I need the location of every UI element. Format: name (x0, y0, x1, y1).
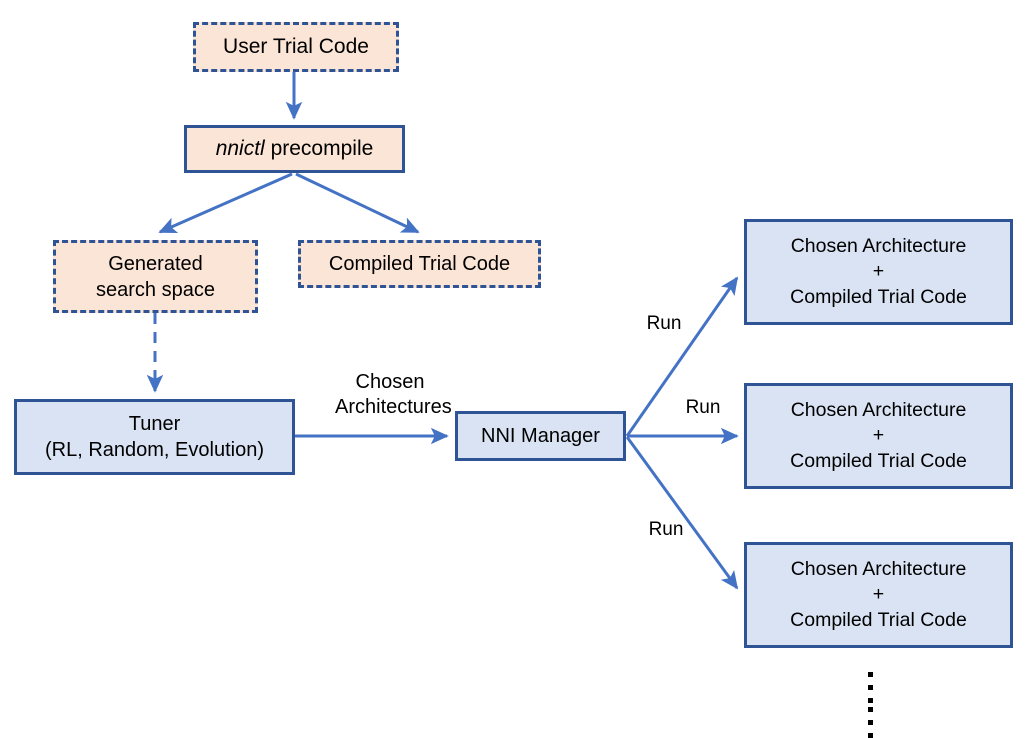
ellipsis-dot (868, 707, 873, 712)
node-generated-search-space[interactable]: Generated search space (53, 240, 258, 313)
node-tuner-line1: Tuner (128, 413, 181, 435)
edge-label-run-1: Run (646, 313, 682, 334)
node-nnictl-precompile-label: nnictl precompile (216, 135, 374, 162)
node-trial-2[interactable]: Chosen Architecture + Compiled Trial Cod… (744, 383, 1013, 489)
node-nni-manager-label: NNI Manager (481, 425, 600, 447)
node-nnictl-precompile-label-rest: precompile (264, 137, 374, 161)
node-compiled-trial-code[interactable]: Compiled Trial Code (298, 240, 541, 288)
node-generated-search-space-line2: search space (96, 278, 215, 301)
node-nnictl-precompile-label-italic: nnictl (215, 137, 265, 161)
ellipsis-dot (868, 672, 873, 677)
edge-label-run-2: Run (685, 397, 721, 418)
node-trial-3-line2: + (872, 583, 885, 606)
edge-label-chosen-architectures-line1: Chosen (355, 371, 425, 393)
ellipsis-dot (868, 720, 873, 725)
vertical-ellipsis-icon-1 (868, 672, 873, 703)
node-trial-3-line3: Compiled Trial Code (790, 608, 967, 631)
edge-nnimanager-to-trial-3 (625, 436, 739, 590)
node-trial-1-line2: + (872, 260, 885, 283)
ellipsis-dot (868, 685, 873, 690)
node-nni-manager[interactable]: NNI Manager (455, 411, 626, 461)
node-user-trial-code-label: User Trial Code (223, 35, 369, 59)
node-trial-1[interactable]: Chosen Architecture + Compiled Trial Cod… (744, 219, 1013, 325)
vertical-ellipsis-icon-2 (868, 707, 873, 738)
node-compiled-trial-code-label: Compiled Trial Code (328, 253, 511, 275)
node-tuner[interactable]: Tuner (RL, Random, Evolution) (14, 399, 295, 475)
edge-nnictl-to-searchspace (158, 172, 293, 234)
node-trial-2-line3: Compiled Trial Code (790, 449, 967, 472)
edge-label-chosen-architectures: Chosen Architectures (335, 370, 452, 420)
edge-label-run-3: Run (648, 519, 684, 540)
ellipsis-dot (868, 733, 873, 738)
node-user-trial-code[interactable]: User Trial Code (193, 22, 399, 72)
node-tuner-line2: (RL, Random, Evolution) (45, 439, 264, 461)
edge-label-chosen-architectures-line2: Architectures (335, 396, 452, 418)
node-trial-1-line1: Chosen Architecture (790, 234, 967, 257)
node-trial-2-line1: Chosen Architecture (790, 398, 967, 421)
node-trial-3[interactable]: Chosen Architecture + Compiled Trial Cod… (744, 542, 1013, 648)
node-trial-2-line2: + (872, 424, 885, 447)
node-generated-search-space-line1: Generated (108, 252, 203, 275)
node-trial-1-line3: Compiled Trial Code (790, 285, 967, 308)
node-nnictl-precompile[interactable]: nnictl precompile (184, 125, 405, 173)
ellipsis-dot (868, 698, 873, 703)
node-trial-3-line1: Chosen Architecture (790, 557, 967, 580)
edge-nnictl-to-compiledcode (295, 172, 420, 234)
